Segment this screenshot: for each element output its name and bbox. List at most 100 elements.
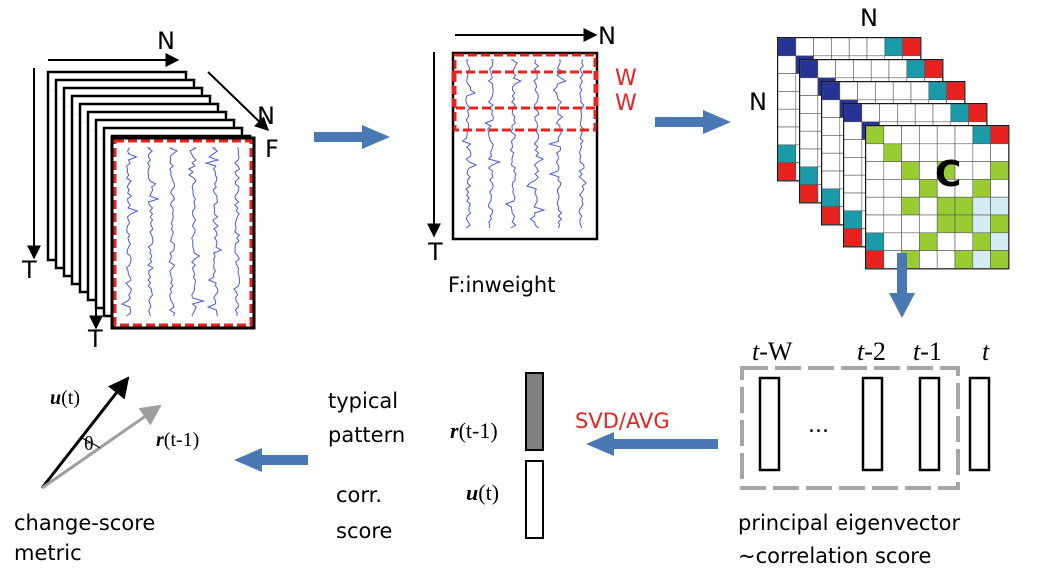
matrix-cell [875, 81, 894, 101]
matrix-cell [843, 157, 863, 176]
u-t-label: u(t) [466, 480, 499, 505]
matrix-cell [857, 81, 876, 101]
r-t-1-vector-arrow [41, 404, 162, 490]
window-w-band [451, 70, 599, 110]
matrix-n-left-label: N [749, 88, 767, 116]
matrix-cell [946, 81, 965, 101]
eigen-vector-t-1 [918, 376, 941, 472]
matrix-cell [866, 37, 886, 57]
matrix-cell [821, 135, 841, 154]
matrix-cell [821, 188, 841, 207]
corr-score-vector [525, 460, 544, 539]
eigen-vector-t-w [758, 376, 781, 472]
matrix-c-label: C [935, 154, 961, 195]
correlation-matrix-stack [777, 37, 1010, 270]
matrix-cell [843, 121, 863, 140]
flow-arrow-3 [889, 253, 915, 318]
matrix-cell [990, 179, 1009, 198]
matrix-cell [777, 55, 797, 74]
matrix-cell [817, 59, 836, 79]
matrix-cell [821, 206, 841, 225]
matrix-cell [919, 214, 938, 234]
svd-avg-label: SVD/AVG [575, 409, 670, 433]
matrix-cell [883, 125, 902, 145]
matrix-cell [954, 214, 974, 234]
window-t-label: T [427, 238, 443, 266]
window-trace [484, 59, 502, 229]
front-frame-traces [120, 147, 241, 317]
matrix-cell [910, 81, 930, 101]
matrix-cell [865, 232, 885, 251]
matrix-cell [972, 161, 991, 180]
flow-arrow-5 [234, 448, 308, 472]
matrix-cell [865, 250, 885, 269]
matrix-cell [821, 152, 841, 172]
matrix-cell [865, 161, 885, 180]
eigen-label-t-w: t-W [752, 337, 793, 366]
matrix-cell [919, 196, 938, 216]
matrix-cell [914, 103, 934, 123]
matrix-cell [843, 174, 863, 194]
matrix-cell [902, 37, 921, 57]
matrix-cell [799, 59, 819, 79]
matrix-cell [936, 125, 956, 145]
matrix-cell [892, 81, 912, 101]
stack-depth-axis-arrow [207, 71, 270, 131]
matrix-cell [813, 37, 832, 57]
front-trace [233, 147, 241, 317]
matrix-cell [777, 73, 797, 92]
matrix-cell [883, 232, 902, 251]
matrix-cell [799, 113, 819, 132]
front-trace [187, 147, 206, 317]
matrix-cell [843, 228, 863, 247]
matrix-cell [777, 162, 797, 181]
typical-pattern-vector [525, 372, 544, 451]
matrix-cell [883, 196, 902, 216]
matrix-cell [843, 103, 863, 123]
matrix-cell [924, 59, 943, 79]
metric-u-t-label: u(t) [50, 387, 80, 409]
matrix-cell [950, 103, 969, 123]
eigen-vector-t-2 [861, 376, 884, 472]
matrix-cell [990, 232, 1009, 251]
window-trace [578, 59, 587, 229]
r-t-1-label: r(t-1) [450, 418, 498, 443]
matrix-cell [843, 210, 863, 229]
stack-n-diag-label: N [257, 102, 275, 130]
matrix-cell [901, 143, 920, 162]
matrix-cell [861, 103, 880, 123]
matrix-cell [777, 91, 797, 110]
matrix-cell [879, 103, 898, 123]
svd-panel: r(t-1) u(t) typical pattern corr. score [328, 372, 544, 543]
stack-t-left-label: T [21, 256, 37, 284]
eigen-window-outline [740, 366, 960, 490]
matrix-cell [843, 139, 863, 158]
matrix-cell [972, 143, 991, 162]
matrix-cell [932, 103, 952, 123]
eigen-caption-line2: ~correlation score [738, 544, 931, 568]
window-panel: N T W W F:inweight [427, 22, 637, 297]
front-trace [204, 147, 223, 317]
matrix-cell [865, 125, 885, 145]
matrix-cell [777, 108, 797, 128]
corr-label-line2: score [336, 519, 392, 543]
matrix-cell [972, 232, 991, 251]
stack-f-label: F [265, 135, 279, 163]
metric-caption-line2: metric [14, 541, 82, 565]
flow-arrow-1 [314, 125, 390, 149]
matrix-cell [888, 59, 908, 79]
eigen-label-t-2: t-2 [857, 337, 886, 366]
u-t-vector-arrow [40, 376, 130, 489]
matrix-cell [799, 95, 819, 114]
eigen-label-t: t [982, 337, 990, 366]
matrix-cell [831, 37, 850, 57]
matrix-cell [901, 196, 920, 216]
matrix-cell [835, 59, 854, 79]
matrix-cell [839, 81, 858, 101]
matrix-cell [906, 59, 925, 79]
matrix-cell [954, 232, 974, 251]
matrix-cell [972, 179, 991, 198]
matrix-cell [972, 125, 991, 145]
matrix-cell [870, 59, 890, 79]
